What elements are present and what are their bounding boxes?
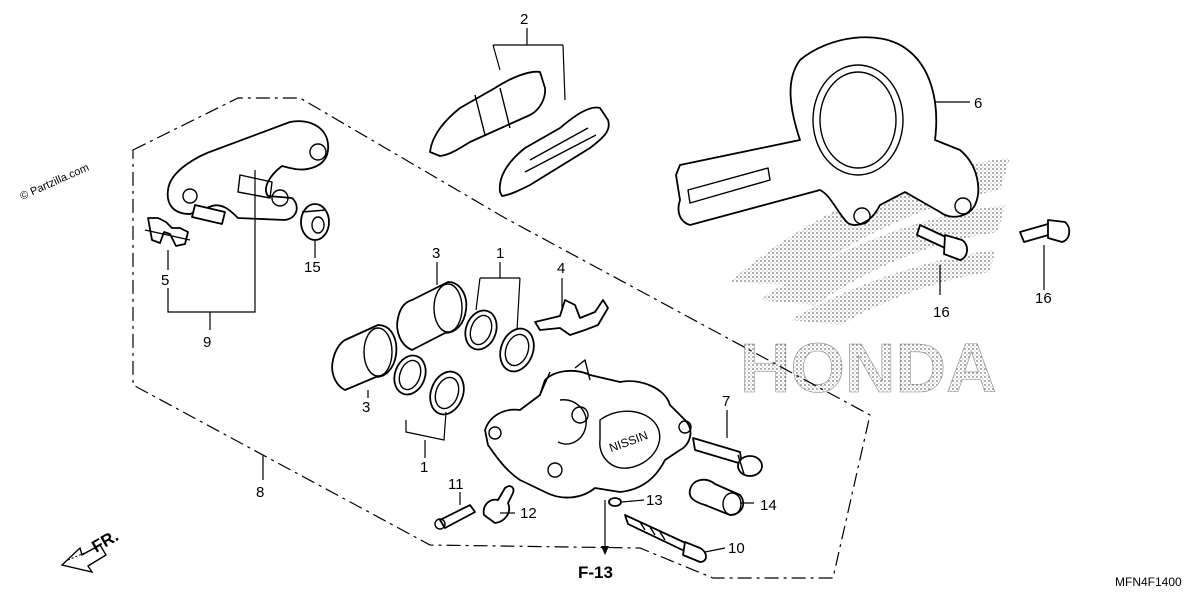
callout-2: 2 [520, 11, 528, 28]
callout-13: 13 [646, 492, 663, 509]
bolt-part-14 [688, 478, 745, 516]
callout-1-upper: 1 [496, 245, 504, 262]
honda-watermark-text: HONDA [740, 329, 997, 407]
bleeder-screw-part-11 [434, 504, 476, 530]
callout-8: 8 [256, 484, 264, 501]
front-direction-arrow: FR. [60, 526, 122, 574]
callout-7: 7 [722, 393, 730, 410]
pad-spring-part-4 [534, 299, 609, 336]
brake-pads-part-2 [429, 70, 610, 197]
bleeder-cap-part-12 [482, 485, 515, 524]
pin-bolt-part-10 [624, 514, 707, 563]
callout-15: 15 [304, 259, 321, 276]
boot-part-15 [300, 203, 330, 241]
reference-label: F-13 [578, 563, 613, 582]
callout-5: 5 [161, 272, 169, 289]
callout-12: 12 [520, 505, 537, 522]
leader-lines [167, 28, 1045, 555]
callout-11: 11 [448, 476, 464, 493]
bolt-16-right [1019, 219, 1071, 243]
assembly-boundary [132, 97, 871, 579]
caliper-bracket [166, 120, 329, 225]
bracket-part-6 [675, 36, 980, 226]
callout-4: 4 [557, 260, 565, 277]
callout-6: 6 [974, 95, 982, 112]
bolt-16-left [916, 224, 968, 261]
callout-3-lower: 3 [362, 399, 370, 416]
callout-9: 9 [203, 334, 211, 351]
piston-lower-part-3 [331, 324, 398, 391]
callout-1-lower: 1 [420, 459, 428, 476]
callout-14: 14 [760, 497, 777, 514]
callout-3-upper: 3 [432, 245, 440, 262]
callout-16-right: 16 [1035, 290, 1052, 307]
caliper-body: NISSIN [484, 359, 692, 499]
diagram-code: MFN4F1400 [1115, 575, 1182, 589]
retainer-part-5 [144, 217, 191, 247]
callouts: 2 6 5 9 15 3 1 4 3 1 8 7 16 16 11 12 13 … [161, 11, 1052, 557]
washer-part-13 [608, 497, 622, 507]
piston-upper-part-3 [396, 281, 468, 351]
callout-16-left: 16 [933, 304, 950, 321]
pin-part-7 [692, 437, 763, 477]
seals-part-1 [393, 309, 535, 416]
partzilla-watermark: © Partzilla.com [18, 162, 91, 203]
callout-10: 10 [728, 540, 745, 557]
